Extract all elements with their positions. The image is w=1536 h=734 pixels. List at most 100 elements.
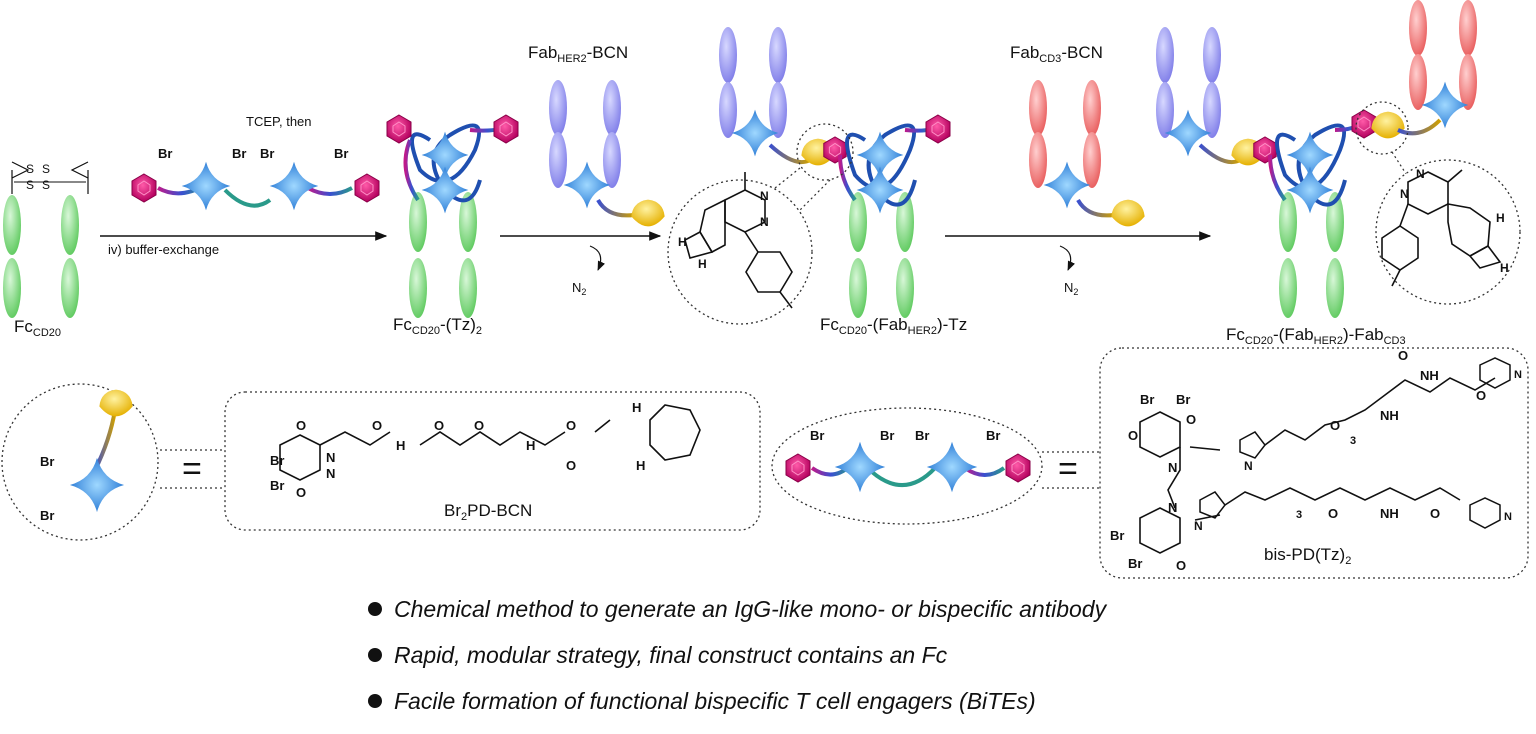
bullet-item: Chemical method to generate an IgG-like … [366, 586, 1106, 632]
h-atom: H [632, 400, 641, 415]
n2-byproduct: N2 [1064, 280, 1078, 297]
o-atom: O [1186, 412, 1196, 427]
nh-group: NH [1420, 368, 1439, 383]
label-fab-cd3-bcn: FabCD3-BCN [1010, 43, 1103, 65]
h-atom: H [678, 235, 687, 249]
zoom-inset-1: N N H H [667, 123, 854, 325]
br-atom: Br [40, 508, 54, 523]
n-atom: N [1168, 460, 1177, 475]
br-atom: Br [1110, 528, 1124, 543]
n-atom: N [1400, 187, 1409, 201]
br-atom: Br [334, 146, 348, 161]
h-atom: H [1496, 211, 1505, 225]
label-final-bispecific: FcCD20-(FabHER2)-FabCD3 [1226, 325, 1406, 347]
o-atom: O [1398, 348, 1408, 363]
bullet-dot-icon [368, 648, 382, 662]
br-atom: Br [270, 478, 284, 493]
bis-pd-tz2-structure-box: Br Br O O Br Br O N N N N O O 3 3 NH NH … [1099, 347, 1529, 579]
fc-fab-her2-tz [719, 27, 951, 318]
n2-release-arrow [589, 245, 606, 271]
bullet-text: Rapid, modular strategy, final construct… [394, 642, 948, 668]
n-atom: N [326, 466, 335, 481]
n-atom: N [326, 450, 335, 465]
bullet-text: Chemical method to generate an IgG-like … [394, 596, 1107, 622]
nh-group: H [396, 438, 405, 453]
nh-group: NH [1380, 408, 1399, 423]
disulfide-s2: S [42, 162, 50, 176]
o-atom: O [296, 485, 306, 500]
step1-bottom-label: iv) buffer-exchange [108, 242, 219, 257]
h-atom: H [636, 458, 645, 473]
br-atom: Br [40, 454, 54, 469]
step1-top-label: TCEP, then [246, 114, 312, 129]
bullet-item: Facile formation of functional bispecifi… [366, 678, 1106, 724]
o-atom: O [474, 418, 484, 433]
repeat-count: 3 [1296, 509, 1302, 521]
label-fab-her2-bcn: FabHER2-BCN [528, 43, 628, 65]
disulfide-s1: S [26, 162, 34, 176]
disulfide-s3: S [26, 178, 34, 192]
bullet-item: Rapid, modular strategy, final construct… [366, 632, 1106, 678]
o-atom: O [1176, 558, 1186, 573]
fab-her2-bcn [549, 80, 665, 227]
label-fc-fab-her2-tz: FcCD20-(FabHER2)-Tz [820, 315, 967, 337]
bullet-dot-icon [368, 602, 382, 616]
fc-tz2-antibody [386, 114, 519, 318]
n2-release-arrow [1059, 245, 1076, 271]
o-atom: O [1128, 428, 1138, 443]
o-atom: O [372, 418, 382, 433]
repeat-count: 3 [1350, 435, 1356, 447]
label-bis-pd-tz2: bis-PD(Tz)2 [1264, 545, 1351, 567]
nh-group: NH [1380, 506, 1399, 521]
br-atom: Br [986, 428, 1000, 443]
bis-pd-tz-reagent: Br Br Br Br [131, 146, 380, 211]
bullet-text: Facile formation of functional bispecifi… [394, 688, 1036, 714]
fc-cd20-antibody: S S S S [3, 161, 89, 318]
h-atom: H [1500, 261, 1509, 275]
nh-group: H [526, 438, 535, 453]
br-atom: Br [1128, 556, 1142, 571]
o-atom: O [1328, 506, 1338, 521]
br-atom: Br [158, 146, 172, 161]
legend-bis-pd-icon: Br Br Br Br [771, 407, 1043, 525]
br-atom: Br [1176, 392, 1190, 407]
label-br2pd-bcn: Br2PD-BCN [444, 501, 532, 523]
br-atom: Br [915, 428, 929, 443]
equals-sign: = [1058, 450, 1078, 488]
n-atom: N [1244, 459, 1253, 473]
legend-bcn-icon: Br Br [1, 383, 159, 541]
o-atom: O [1476, 388, 1486, 403]
br-atom: Br [260, 146, 274, 161]
o-atom: O [434, 418, 444, 433]
o-atom: O [296, 418, 306, 433]
label-fc-tz2: FcCD20-(Tz)2 [393, 315, 482, 337]
br-atom: Br [810, 428, 824, 443]
disulfide-s4: S [42, 178, 50, 192]
bullet-dot-icon [368, 694, 382, 708]
br-atom: Br [1140, 392, 1154, 407]
br2pd-bcn-structure-box: O O Br Br N N O H O O H O O H H Br2PD-BC… [224, 391, 761, 531]
o-atom: O [1330, 418, 1340, 433]
n-atom: N [1168, 500, 1177, 515]
o-atom: O [566, 458, 576, 473]
n-atom: N [1514, 369, 1522, 381]
final-bispecific [1156, 0, 1477, 318]
o-atom: O [1430, 506, 1440, 521]
h-atom: H [698, 257, 707, 271]
equals-sign: = [182, 450, 202, 488]
n-atom: N [760, 189, 769, 203]
n-atom: N [1416, 167, 1425, 181]
o-atom: O [566, 418, 576, 433]
summary-bullet-list: Chemical method to generate an IgG-like … [366, 586, 1106, 724]
n2-byproduct: N2 [572, 280, 586, 297]
n-atom: N [1194, 519, 1203, 533]
br-atom: Br [270, 453, 284, 468]
zoom-inset-2: N N H H [1355, 101, 1521, 305]
br-atom: Br [232, 146, 246, 161]
fab-cd3-bcn [1029, 80, 1145, 227]
label-fc-cd20: FcCD20 [14, 317, 61, 339]
n-atom: N [760, 215, 769, 229]
br-atom: Br [880, 428, 894, 443]
